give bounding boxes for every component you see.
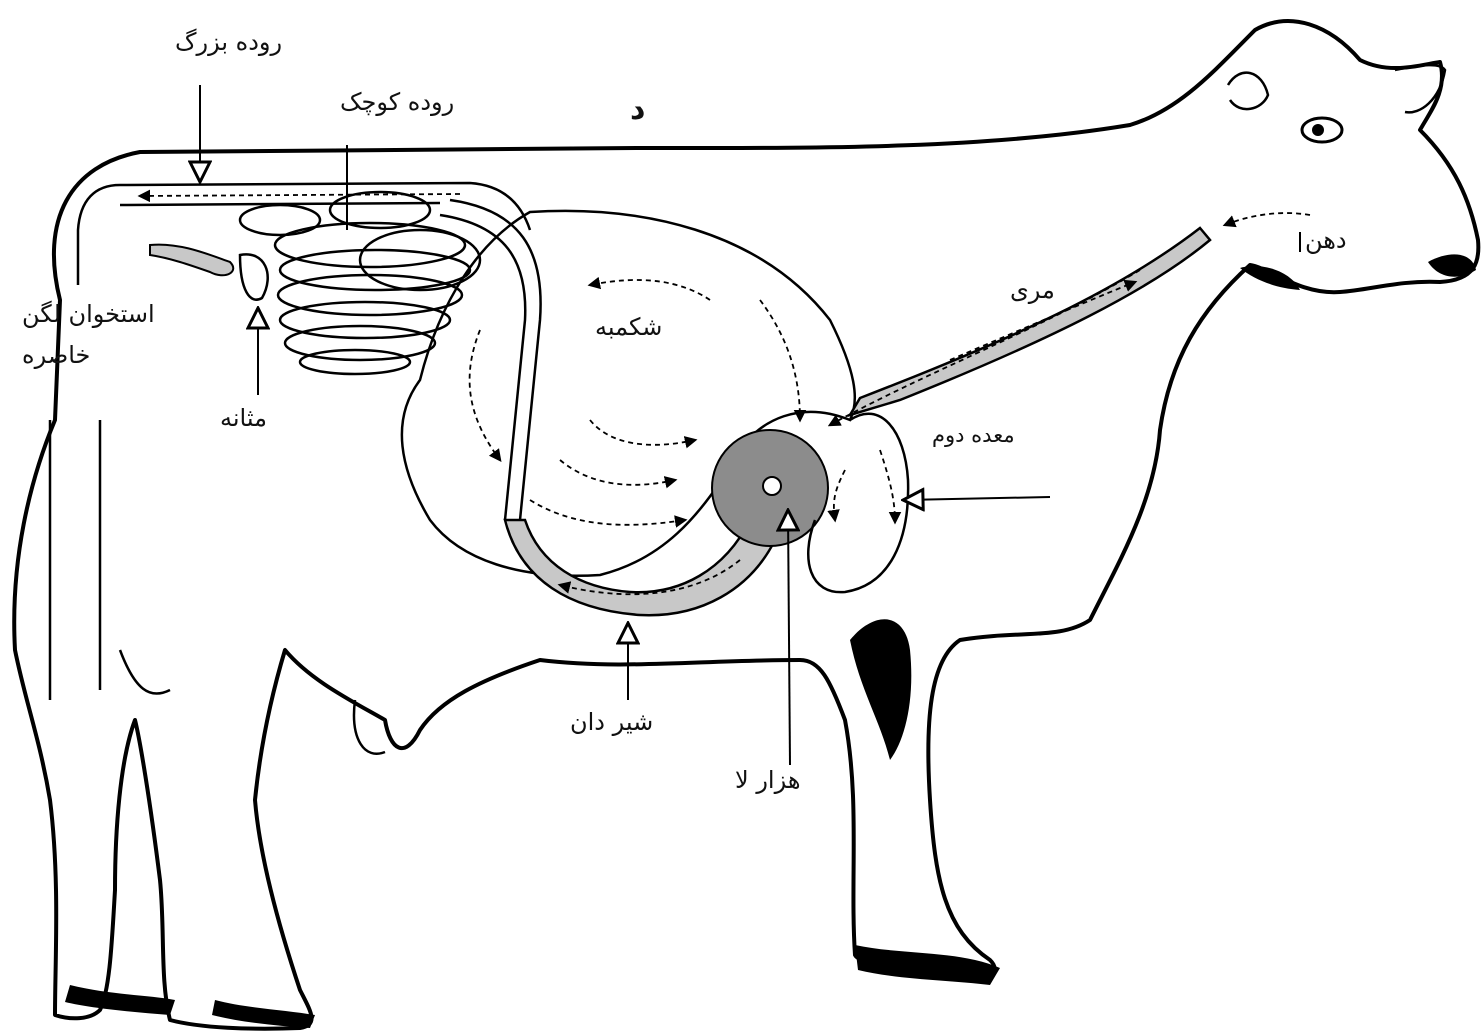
label-small-intestine: روده کوچک bbox=[340, 90, 454, 114]
label-stray-glyph: د bbox=[630, 95, 645, 125]
omasum-center bbox=[763, 477, 781, 495]
label-omasum: هزار لا bbox=[735, 768, 800, 792]
label-reticulum: معده دوم bbox=[932, 425, 1015, 446]
label-abomasum: شیر دان bbox=[570, 710, 653, 734]
label-kidney: خاصره bbox=[22, 343, 90, 367]
label-large-intestine: روده بزرگ bbox=[175, 30, 282, 54]
label-rumen: شکمبه bbox=[595, 315, 662, 339]
label-mouth: دهن bbox=[1305, 228, 1347, 252]
label-pelvic-bone: استخوان لگن bbox=[22, 302, 155, 326]
pupil bbox=[1312, 124, 1324, 136]
label-bladder: مثانه bbox=[220, 406, 267, 430]
label-esophagus: مری bbox=[1010, 278, 1055, 302]
